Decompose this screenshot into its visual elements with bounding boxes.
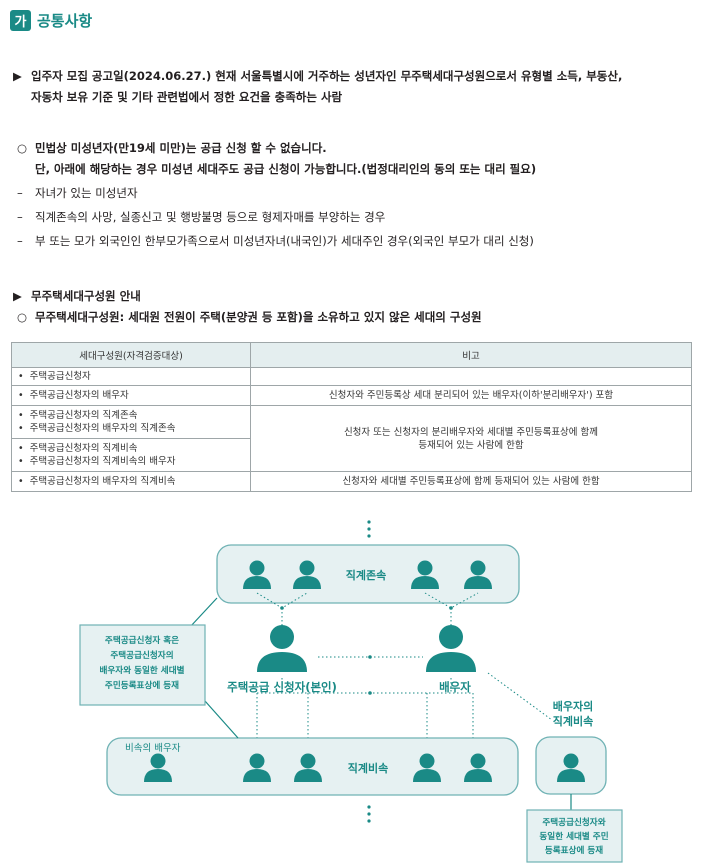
eligibility-line-2: 자동차 보유 기준 및 기타 관련법에서 정한 요건을 충족하는 사람 xyxy=(31,90,343,104)
minor-item-2: –직계존속의 사망, 실종신고 및 행방불명 등으로 형제자매를 부양하는 경우 xyxy=(17,207,536,228)
table-header-note: 비고 xyxy=(250,342,692,368)
table-header-row: 세대구성원(자격검증대상) 비고 xyxy=(11,342,692,368)
section-badge: 가 xyxy=(10,10,31,31)
household-title: 무주택세대구성원 안내 xyxy=(31,289,141,303)
spouse-label: 배우자 xyxy=(439,680,471,694)
triangle-marker-icon: ▶ xyxy=(13,69,22,83)
callout-left xyxy=(79,624,206,706)
household-block: ▶ 무주택세대구성원 안내 ○ 무주택세대구성원: 세대원 전원이 주택(분양권 등… xyxy=(13,286,482,328)
circle-marker-icon: ○ xyxy=(17,310,28,324)
svg-text:주택공급신청자의: 주택공급신청자의 xyxy=(110,649,173,661)
dash-marker: – xyxy=(17,210,23,224)
svg-text:주민등록표상에 등재: 주민등록표상에 등재 xyxy=(105,679,179,691)
applicant-icon xyxy=(257,625,307,672)
continuation-dots-bottom xyxy=(367,805,371,823)
minor-item-3: –부 또는 모가 외국인인 한부모가족으로서 미성년자녀(내국인)가 세대주인 … xyxy=(17,231,536,252)
minor-block: ○ 민법상 미성년자(만19세 미만)는 공급 신청 할 수 없습니다. 단, 아… xyxy=(17,138,536,252)
ascendants-box xyxy=(216,544,520,604)
family-diagram: 직계존속 주택공급 신청자(본인) 배우자 비속의 배우자 직계비속 배우자의 … xyxy=(79,520,623,863)
spouse-icon xyxy=(426,625,476,672)
svg-text:등록표상에 등재: 등록표상에 등재 xyxy=(545,844,603,856)
triangle-marker-icon: ▶ xyxy=(13,289,22,303)
svg-text:주택공급신청자와: 주택공급신청자와 xyxy=(542,816,605,828)
callout-right xyxy=(526,809,623,863)
svg-text:배우자와 동일한 세대별: 배우자와 동일한 세대별 xyxy=(99,664,184,676)
table-row: 주택공급신청자 xyxy=(11,367,692,386)
eligibility-line-1: 입주자 모집 공고일(2024.06.27.) 현재 서울특별시에 거주하는 성… xyxy=(31,69,623,83)
household-member-table: 세대구성원(자격검증대상) 비고 주택공급신청자 주택공급신청자의 배우자 신청… xyxy=(11,342,692,492)
section-title: 공통사항 xyxy=(37,12,93,30)
descendant-spouse-label: 비속의 배우자 xyxy=(125,743,181,754)
ascendants-label: 직계존속 xyxy=(346,568,386,582)
spouse-descendant-label-1: 배우자의 xyxy=(553,699,593,713)
section-header: 가 공통사항 xyxy=(10,10,92,31)
table-row: 주택공급신청자의 직계비속 주택공급신청자의 직계비속의 배우자 xyxy=(11,438,692,472)
table-row: 주택공급신청자의 배우자 신청자와 주민등록상 세대 분리되어 있는 배우자(이… xyxy=(11,385,692,406)
callout-left-pointer-top xyxy=(189,597,218,628)
minor-item-1: –자녀가 있는 미성년자 xyxy=(17,183,536,204)
svg-text:주택공급신청자 혹은: 주택공급신청자 혹은 xyxy=(105,634,179,646)
spouse-descendant-label-2: 직계비속 xyxy=(553,714,593,728)
callout-left-pointer-bottom xyxy=(204,700,239,739)
circle-marker-icon: ○ xyxy=(17,141,28,155)
dash-marker: – xyxy=(17,234,23,248)
minor-line-2: 단, 아래에 해당하는 경우 미성년 세대주도 공급 신청이 가능합니다.(법정… xyxy=(35,162,537,176)
continuation-dots-top xyxy=(367,520,371,538)
minor-line-1: 민법상 미성년자(만19세 미만)는 공급 신청 할 수 없습니다. xyxy=(35,141,327,155)
applicant-label: 주택공급 신청자(본인) xyxy=(227,680,337,694)
table-row: 주택공급신청자의 직계존속 주택공급신청자의 배우자의 직계존속 신청자 또는 … xyxy=(11,405,692,472)
table-row: 주택공급신청자의 배우자의 직계비속 신청자와 세대별 주민등록표상에 함께 등… xyxy=(11,471,692,492)
svg-text:동일한 세대별 주민: 동일한 세대별 주민 xyxy=(539,830,608,842)
table-header-members: 세대구성원(자격검증대상) xyxy=(11,342,251,368)
household-definition: 무주택세대구성원: 세대원 전원이 주택(분양권 등 포함)을 소유하고 있지 … xyxy=(35,310,482,324)
descendants-label: 직계비속 xyxy=(348,761,388,775)
dash-marker: – xyxy=(17,186,23,200)
eligibility-block: ▶ 입주자 모집 공고일(2024.06.27.) 현재 서울특별시에 거주하는 … xyxy=(13,66,622,108)
